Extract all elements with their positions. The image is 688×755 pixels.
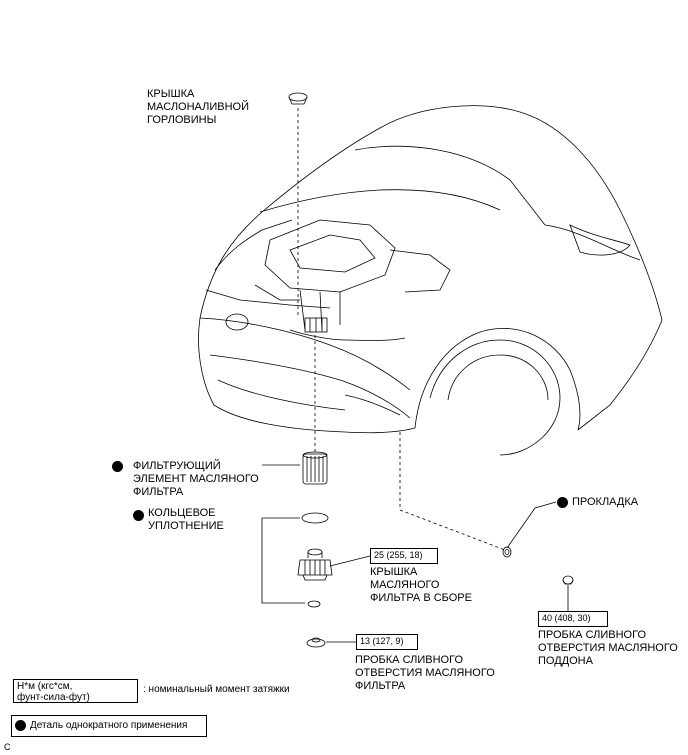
legend-single-use-text: Деталь однократного применения: [30, 720, 188, 731]
gasket-part: [502, 546, 512, 558]
filter-cap-assembly-label: КРЫШКА МАСЛЯНОГО ФИЛЬТРА В СБОРЕ: [370, 566, 472, 604]
small-o-ring-part: [307, 600, 321, 608]
pan-drain-plug-label: ПРОБКА СЛИВНОГО ОТВЕРСТИЯ МАСЛЯНОГО ПОДД…: [538, 629, 678, 667]
figure-code: C: [4, 742, 11, 752]
oil-filler-cap-label: КРЫШКА МАСЛОНАЛИВНОЙ ГОРЛОВИНЫ: [147, 88, 250, 126]
pan-drain-torque-box: 40 (408, 30): [538, 611, 608, 627]
o-ring-label: КОЛЬЦЕВОЕ УПЛОТНЕНИЕ: [148, 507, 224, 532]
legend-unit-box: Н*м (кгс*см, фунт-сила-фут): [13, 679, 138, 703]
filter-drain-torque-box: 13 (127, 9): [356, 634, 418, 650]
single-use-marker: [112, 461, 123, 472]
filter-element-label: ФИЛЬТРУЮЩИЙ ЭЛЕМЕНТ МАСЛЯНОГО ФИЛЬТРА: [133, 460, 259, 498]
legend-unit-description: : номинальный момент затяжки: [143, 684, 290, 695]
filter-cap-assembly-part: [297, 548, 333, 581]
single-use-marker: [15, 720, 26, 731]
filter-element-part: [302, 451, 328, 485]
pan-drain-plug-part: [562, 575, 574, 585]
oil-filler-cap-part: [288, 92, 308, 105]
o-ring-part: [301, 512, 329, 524]
single-use-marker: [133, 510, 144, 521]
filter-cap-torque-box: 25 (255, 18): [370, 548, 438, 564]
engine-sketch: [254, 219, 451, 333]
filter-drain-plug-label: ПРОБКА СЛИВНОГО ОТВЕРСТИЯ МАСЛЯНОГО ФИЛЬ…: [355, 654, 495, 692]
car-outline: [198, 105, 663, 456]
leader-lines: [261, 108, 569, 643]
gasket-label: ПРОКЛАДКА: [572, 496, 639, 508]
legend-single-use-box: Деталь однократного применения: [11, 715, 207, 737]
single-use-marker: [557, 497, 568, 508]
filter-drain-plug-part: [306, 637, 326, 648]
